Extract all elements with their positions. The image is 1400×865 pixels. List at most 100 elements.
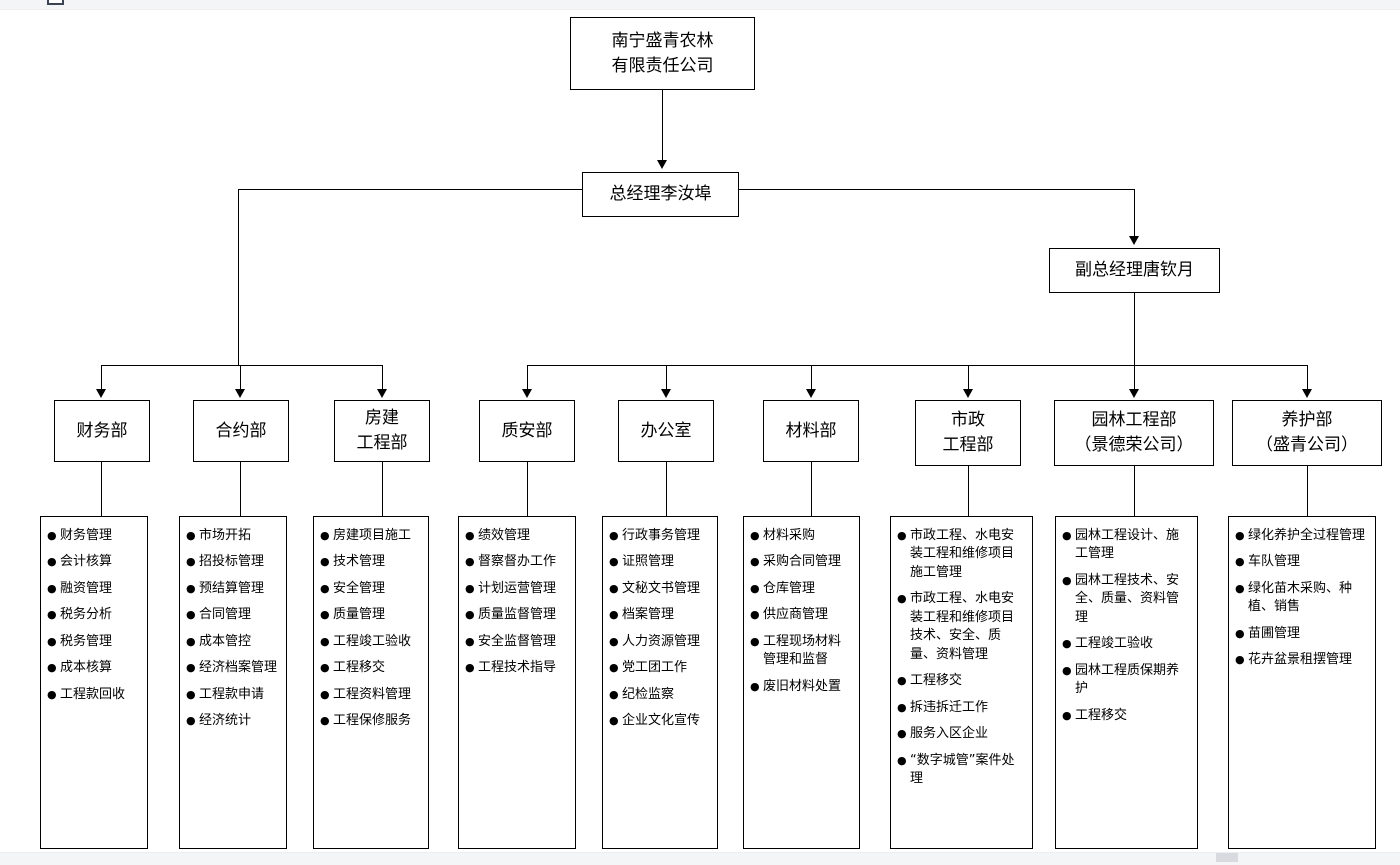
list-item: 安全监督管理 [465,633,569,651]
detail-box-6[interactable]: 材料采购采购合同管理仓库管理供应商管理工程现场材料管理和监督废旧材料处置 [743,516,860,849]
bus-left-departments [101,365,382,366]
dept-box-4[interactable]: 质安部 [479,400,575,462]
connector-vgm-down [1134,293,1135,366]
connector-company-to-gm [662,90,663,162]
list-item: 拆违拆迁工作 [897,699,1026,717]
bus-right-departments [527,365,1308,366]
list-item: 材料采购 [750,527,853,545]
detail-box-8[interactable]: 园林工程设计、施工管理园林工程技术、安全、质量、资料管理工程竣工验收园林工程质保… [1055,516,1198,849]
list-item: 人力资源管理 [609,633,711,651]
list-item: 纪检监察 [609,686,711,704]
detail-box-9[interactable]: 绿化养护全过程管理车队管理绿化苗木采购、种植、销售苗圃管理花卉盆景租摆管理 [1228,516,1376,849]
dept-box-9[interactable]: 养护部 （盛青公司） [1232,400,1382,466]
list-item: 税务管理 [47,633,141,651]
dept-box-1[interactable]: 财务部 [54,400,150,462]
arrowhead-company-to-gm [657,160,667,169]
list-item: “数字城管”案件处理 [897,752,1026,789]
list-item: 企业文化宣传 [609,712,711,730]
connector-drop-dept-7 [968,365,969,394]
list-item: 服务入区企业 [897,725,1026,743]
list-item: 园林工程技术、安全、质量、资料管理 [1062,572,1191,627]
list-item: 市政工程、水电安装工程和维修项目技术、安全、质量、资料管理 [897,590,1026,664]
node-company[interactable]: 南宁盛青农林 有限责任公司 [570,17,755,90]
list-item: 绩效管理 [465,527,569,545]
connector-dept-1-detail [101,462,102,516]
connector-gm-left-horizontal [238,189,583,190]
detail-list-9: 绿化养护全过程管理车队管理绿化苗木采购、种植、销售苗圃管理花卉盆景租摆管理 [1235,527,1369,670]
detail-box-1[interactable]: 财务管理会计核算融资管理税务分析税务管理成本核算工程款回收 [40,516,148,849]
list-item: 文秘文书管理 [609,580,711,598]
connector-dept-9-detail [1307,466,1308,516]
dept-box-6[interactable]: 材料部 [763,400,859,462]
list-item: 工程保修服务 [320,712,422,730]
list-item: 工程移交 [320,659,422,677]
list-item: 苗圃管理 [1235,625,1369,643]
list-item: 证照管理 [609,553,711,571]
dept-box-7[interactable]: 市政 工程部 [915,400,1021,466]
list-item: 质量管理 [320,606,422,624]
detail-box-7[interactable]: 市政工程、水电安装工程和维修项目施工管理市政工程、水电安装工程和维修项目技术、安… [890,516,1033,849]
connector-gm-to-vgm-vertical [1134,189,1135,239]
arrowhead-dept-9 [1302,389,1312,398]
node-deputy-general-manager[interactable]: 副总经理唐钦月 [1049,248,1220,293]
list-item: 绿化养护全过程管理 [1235,527,1369,545]
detail-list-3: 房建项目施工技术管理安全管理质量管理工程竣工验收工程移交工程资料管理工程保修服务 [320,527,422,731]
connector-drop-dept-4 [527,365,528,394]
resize-handle-icon[interactable] [1216,853,1238,862]
list-item: 合同管理 [186,606,280,624]
connector-drop-dept-2 [240,365,241,394]
list-item: 党工团工作 [609,659,711,677]
detail-box-2[interactable]: 市场开拓招投标管理预结算管理合同管理成本管控经济档案管理工程款申请经济统计 [179,516,287,849]
detail-list-7: 市政工程、水电安装工程和维修项目施工管理市政工程、水电安装工程和维修项目技术、安… [897,527,1026,788]
connector-gm-left-vertical [238,189,239,366]
list-item: 技术管理 [320,553,422,571]
list-item: 融资管理 [47,580,141,598]
list-item: 车队管理 [1235,553,1369,571]
list-item: 工程现场材料管理和监督 [750,633,853,670]
arrowhead-dept-1 [96,389,106,398]
connector-drop-dept-3 [382,365,383,394]
list-item: 绿化苗木采购、种植、销售 [1235,580,1369,617]
arrowhead-dept-2 [235,389,245,398]
window-handle-icon[interactable] [47,0,64,5]
list-item: 房建项目施工 [320,527,422,545]
connector-dept-7-detail [968,466,969,516]
arrowhead-dept-7 [963,389,973,398]
connector-drop-dept-5 [666,365,667,394]
window-bottom-strip [0,852,1400,865]
list-item: 工程款申请 [186,686,280,704]
list-item: 市场开拓 [186,527,280,545]
dept-box-5[interactable]: 办公室 [618,400,714,462]
connector-dept-6-detail [811,462,812,516]
list-item: 经济档案管理 [186,659,280,677]
detail-list-4: 绩效管理督察督办工作计划运营管理质量监督管理安全监督管理工程技术指导 [465,527,569,678]
arrowhead-dept-8 [1129,389,1139,398]
list-item: 财务管理 [47,527,141,545]
detail-list-5: 行政事务管理证照管理文秘文书管理档案管理人力资源管理党工团工作纪检监察企业文化宣… [609,527,711,731]
list-item: 工程移交 [1062,707,1191,725]
detail-box-4[interactable]: 绩效管理督察督办工作计划运营管理质量监督管理安全监督管理工程技术指导 [458,516,576,849]
list-item: 废旧材料处置 [750,678,853,696]
connector-drop-dept-8 [1134,365,1135,394]
detail-list-2: 市场开拓招投标管理预结算管理合同管理成本管控经济档案管理工程款申请经济统计 [186,527,280,731]
arrowhead-dept-4 [522,389,532,398]
list-item: 会计核算 [47,553,141,571]
connector-gm-right-horizontal [739,189,1135,190]
dept-box-8[interactable]: 园林工程部 （景德荣公司） [1054,400,1214,466]
detail-box-3[interactable]: 房建项目施工技术管理安全管理质量管理工程竣工验收工程移交工程资料管理工程保修服务 [313,516,429,849]
list-item: 成本管控 [186,633,280,651]
detail-list-6: 材料采购采购合同管理仓库管理供应商管理工程现场材料管理和监督废旧材料处置 [750,527,853,696]
detail-box-5[interactable]: 行政事务管理证照管理文秘文书管理档案管理人力资源管理党工团工作纪检监察企业文化宣… [602,516,718,849]
dept-box-3[interactable]: 房建 工程部 [334,400,430,462]
list-item: 市政工程、水电安装工程和维修项目施工管理 [897,527,1026,582]
detail-list-1: 财务管理会计核算融资管理税务分析税务管理成本核算工程款回收 [47,527,141,704]
list-item: 园林工程质保期养护 [1062,662,1191,699]
list-item: 档案管理 [609,606,711,624]
list-item: 采购合同管理 [750,553,853,571]
arrowhead-dept-3 [377,389,387,398]
node-general-manager[interactable]: 总经理李汝埠 [582,172,739,217]
list-item: 工程竣工验收 [1062,635,1191,653]
dept-box-2[interactable]: 合约部 [193,400,289,462]
list-item: 工程技术指导 [465,659,569,677]
